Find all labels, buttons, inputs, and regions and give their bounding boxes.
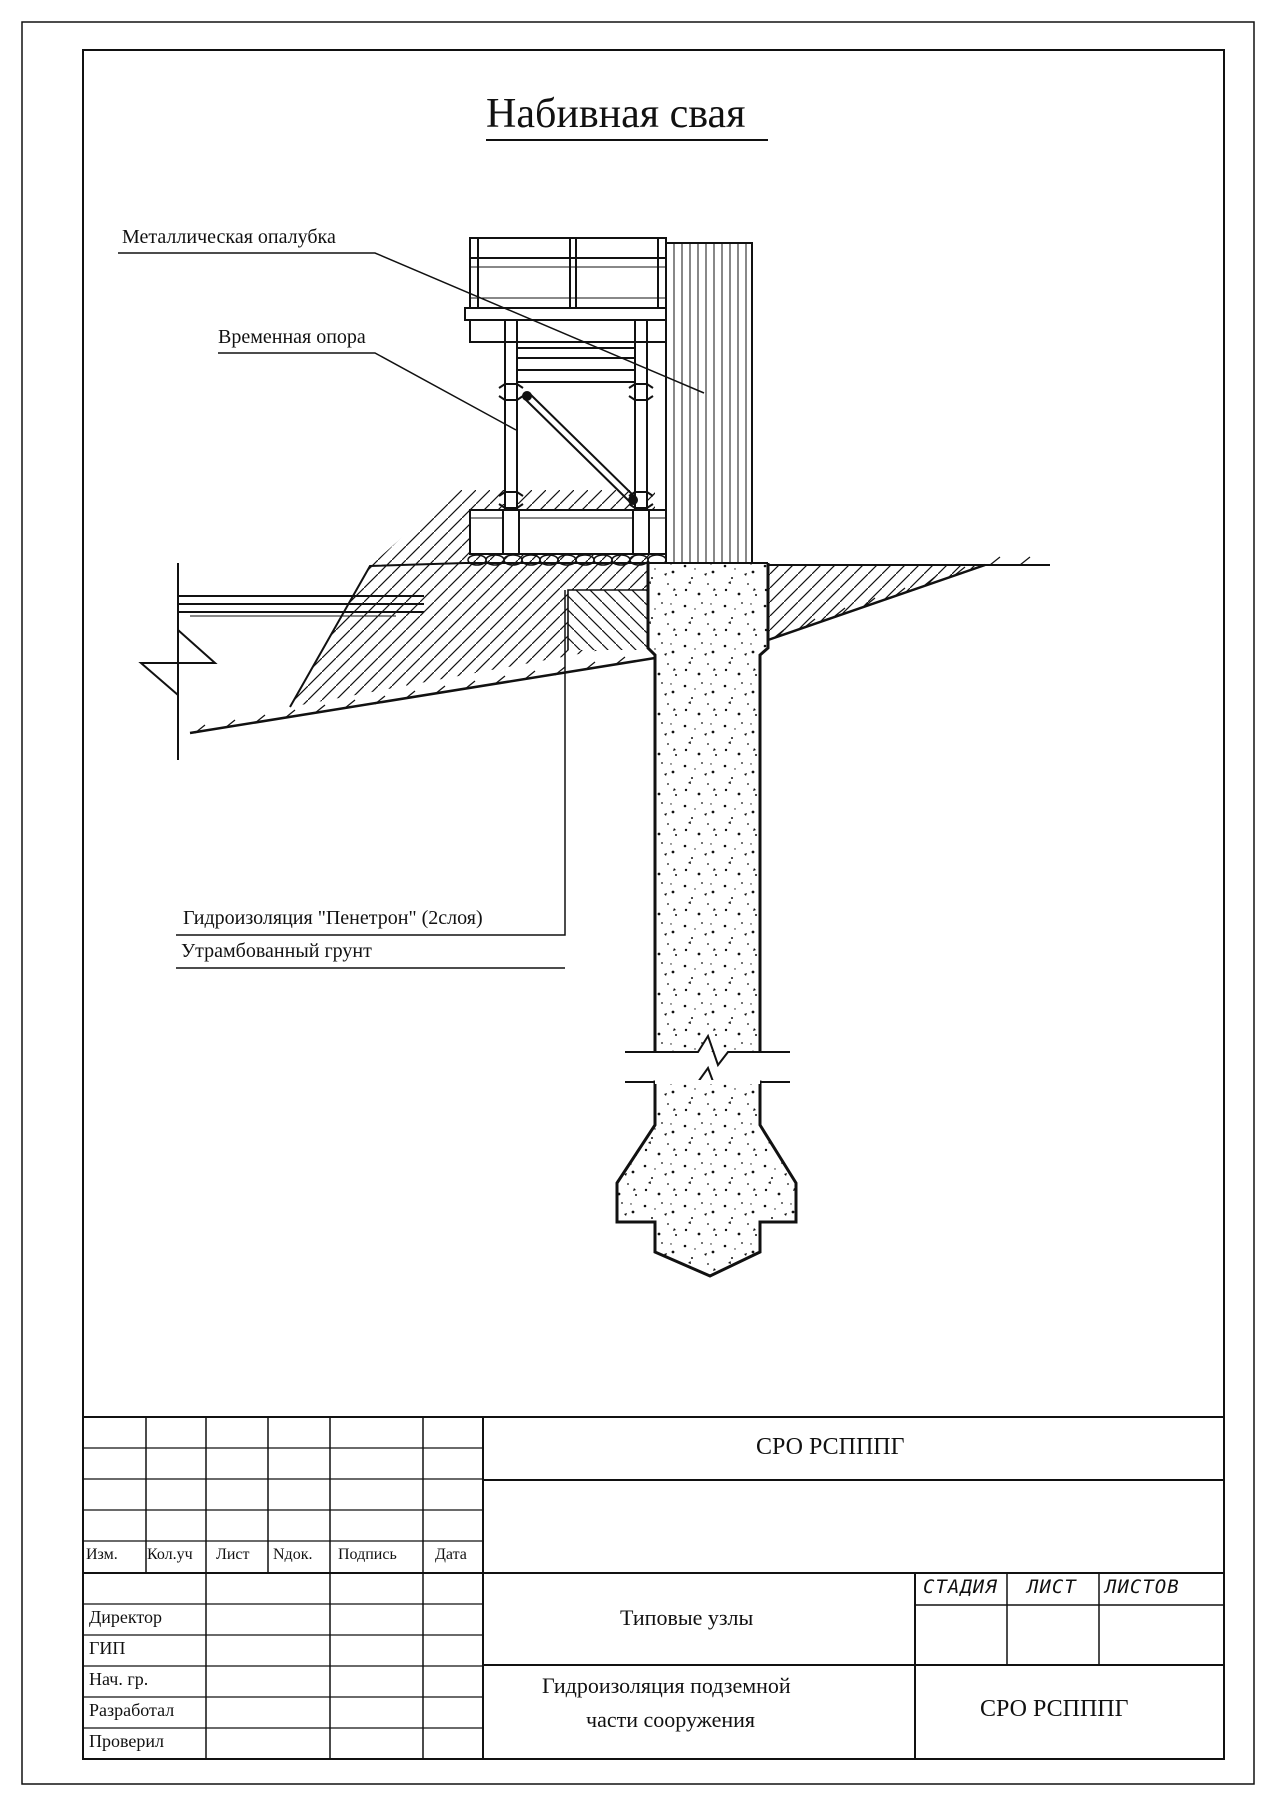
soil-block [567,589,652,650]
col-header-sheet: Лист [216,1546,250,1563]
organization-bottom: СРО РСПППГ [980,1696,1129,1722]
sheets-label: ЛИСТОВ [1105,1576,1180,1598]
col-header-date: Дата [435,1546,467,1563]
role-group-head: Нач. гр. [89,1669,149,1689]
drawing-frame [82,49,1225,1760]
col-header-change: Изм. [86,1546,118,1563]
role-chief-engineer: ГИП [89,1638,126,1658]
compacted-soil-right [768,564,1050,640]
sheet-title-line1: Гидроизоляция подземной [542,1673,791,1698]
col-header-signature: Подпись [338,1546,397,1563]
sheet-title-line2: части сооружения [586,1707,756,1732]
leader-lines [118,252,705,969]
ground-line [189,563,986,735]
organization-top: СРО РСПППГ [756,1434,905,1460]
callout-temporary-support: Временная опора [218,326,366,348]
callout-metal-formwork: Металлическая опалубка [122,226,336,248]
callout-compacted-soil: Утрамбованный грунт [181,940,372,962]
role-director: Директор [89,1607,163,1627]
bored-pile-bell [615,1080,798,1278]
project-name: Типовые узлы [620,1605,754,1630]
outer-border [21,21,1255,1785]
temporary-support [469,341,667,555]
bored-pile-upper [646,562,770,1052]
drawing-title: Набивная свая [486,91,746,137]
col-header-doc-no: Nдок. [273,1546,313,1563]
role-developer: Разработал [89,1700,175,1720]
callout-waterproofing: Гидроизоляция "Пенетрон" (2слоя) [183,907,483,929]
col-header-count: Кол.уч [147,1546,193,1563]
metal-formwork [464,237,672,343]
existing-column [665,242,753,565]
title-block-grid [83,1416,1224,1759]
stage-label: СТАДИЯ [923,1576,998,1598]
role-checker: Проверил [89,1731,164,1751]
sheet-label: ЛИСТ [1027,1576,1077,1598]
